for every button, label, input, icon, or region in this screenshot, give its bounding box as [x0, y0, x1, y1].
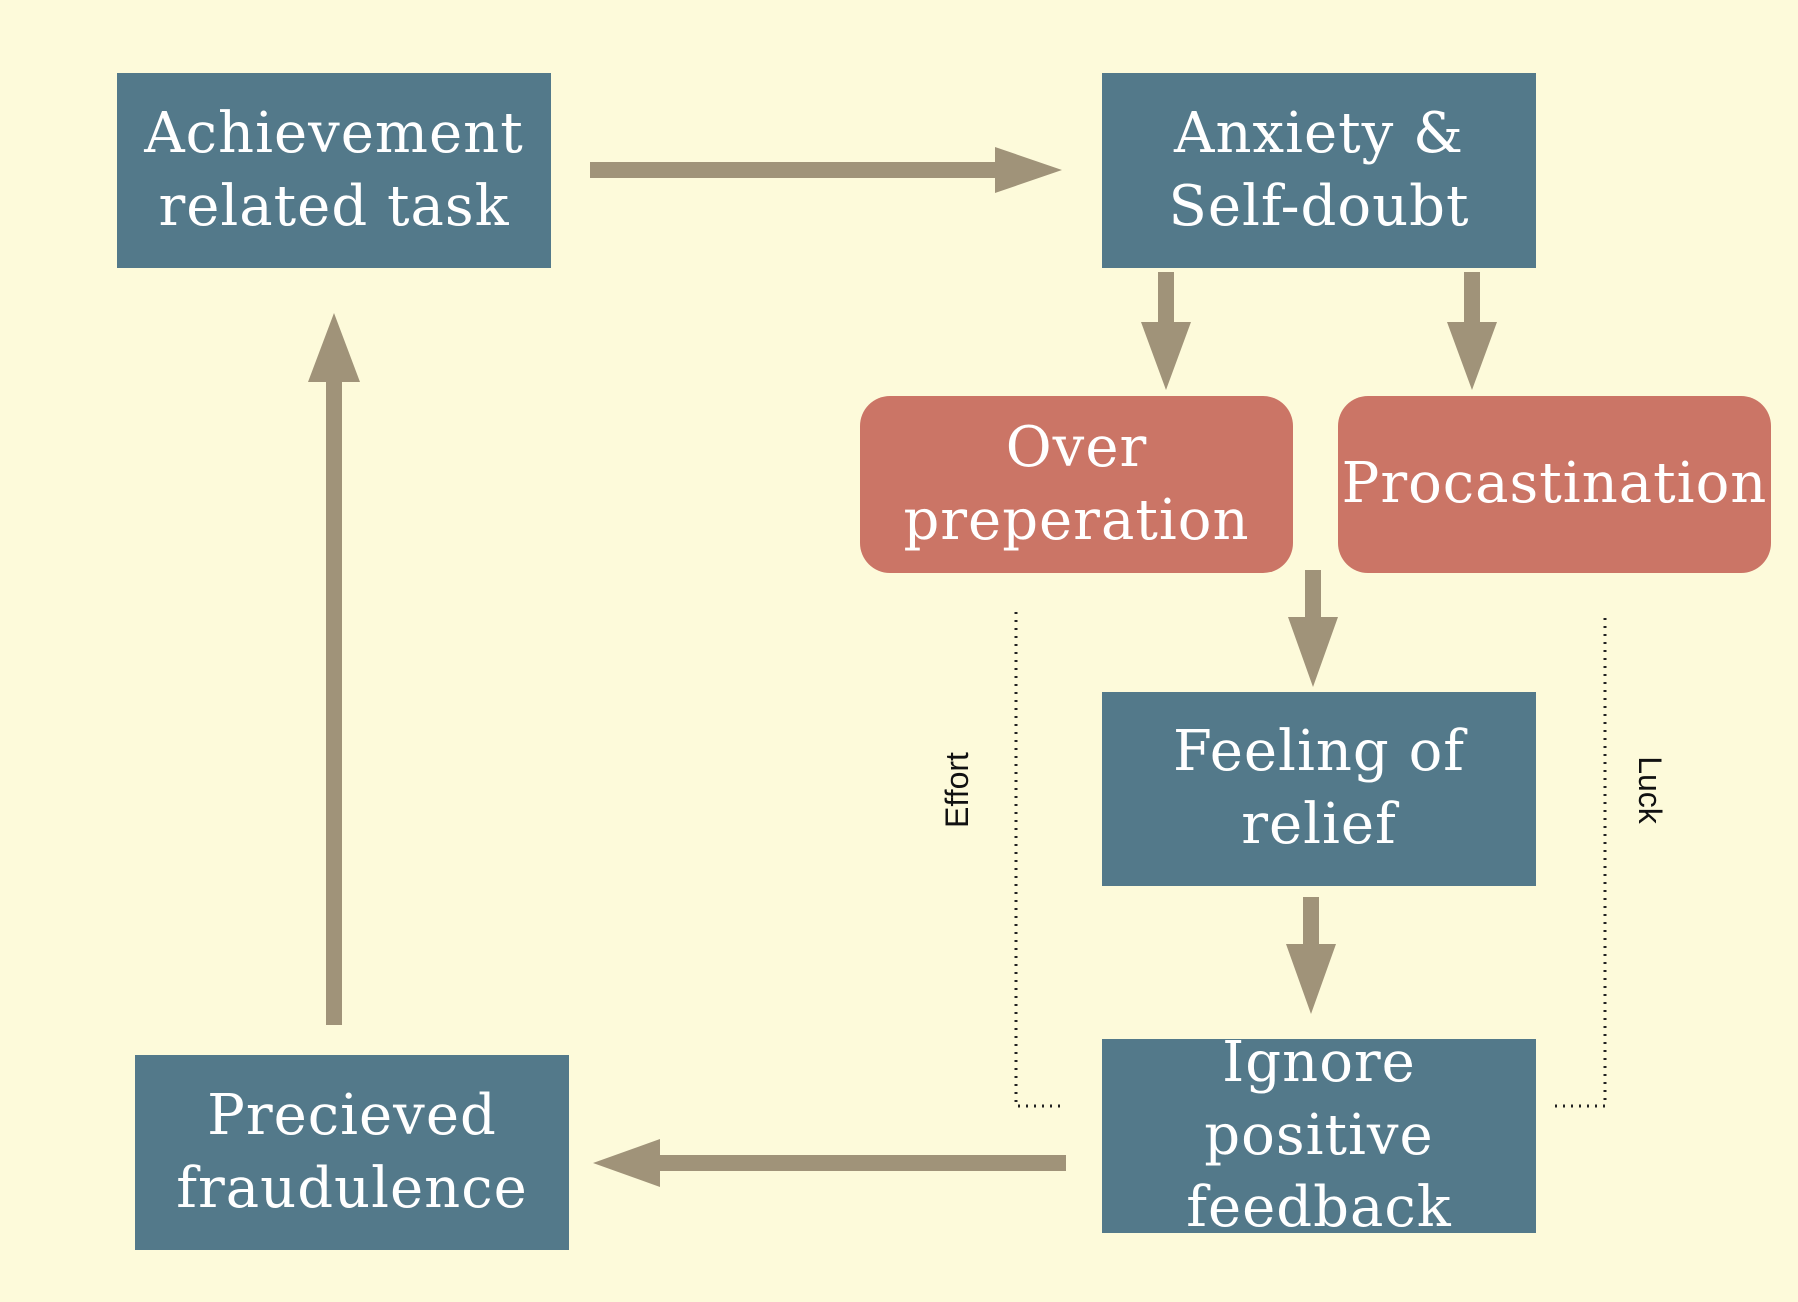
node-ignore-positive-feedback: Ignore positive feedback	[1102, 1030, 1536, 1240]
node-anxiety-line1: Anxiety &	[1174, 100, 1464, 166]
arrow-ignore-feedback-to-fraudulence	[593, 1139, 1066, 1187]
node-procrastination: Procastination	[1338, 396, 1771, 573]
label-effort: Effort	[939, 752, 975, 828]
node-procrastination-line1: Procastination	[1341, 451, 1768, 517]
node-achievement-line1: Achievement	[144, 100, 524, 166]
node-feeling-of-relief: Feeling of relief	[1102, 692, 1536, 886]
luck-dotted-connector	[1555, 612, 1607, 1108]
node-perceived-fraudulence: Precieved fraudulence	[135, 1055, 569, 1250]
node-fraudulence-line1: Precieved	[207, 1082, 497, 1148]
node-ignore-line1: Ignore positive	[1204, 1029, 1434, 1168]
node-achievement-related-task: Achievement related task	[117, 73, 551, 268]
node-ignore-line2: feedback	[1186, 1175, 1452, 1241]
node-fraudulence-line2: fraudulence	[176, 1155, 528, 1221]
arrow-relief-to-ignore-feedback	[1286, 897, 1336, 1014]
node-over-preparation-line2: preperation	[903, 487, 1250, 553]
node-over-preparation-line1: Over	[1005, 414, 1148, 480]
arrow-anxiety-to-over-preparation	[1141, 272, 1191, 390]
effort-dotted-connector	[1014, 612, 1063, 1108]
label-luck: Luck	[1632, 756, 1668, 824]
node-over-preparation: Over preperation	[860, 396, 1293, 573]
node-achievement-line2: related task	[158, 173, 510, 239]
arrow-to-relief	[1288, 570, 1338, 687]
node-anxiety-self-doubt: Anxiety & Self-doubt	[1102, 73, 1536, 268]
arrow-anxiety-to-procrastination	[1447, 272, 1497, 390]
node-relief-line2: relief	[1241, 792, 1397, 857]
node-relief-line1: Feeling of	[1172, 719, 1466, 785]
arrow-fraudulence-to-achievement	[308, 313, 360, 1025]
arrow-achievement-to-anxiety	[590, 147, 1062, 193]
node-anxiety-line2: Self-doubt	[1168, 173, 1470, 239]
